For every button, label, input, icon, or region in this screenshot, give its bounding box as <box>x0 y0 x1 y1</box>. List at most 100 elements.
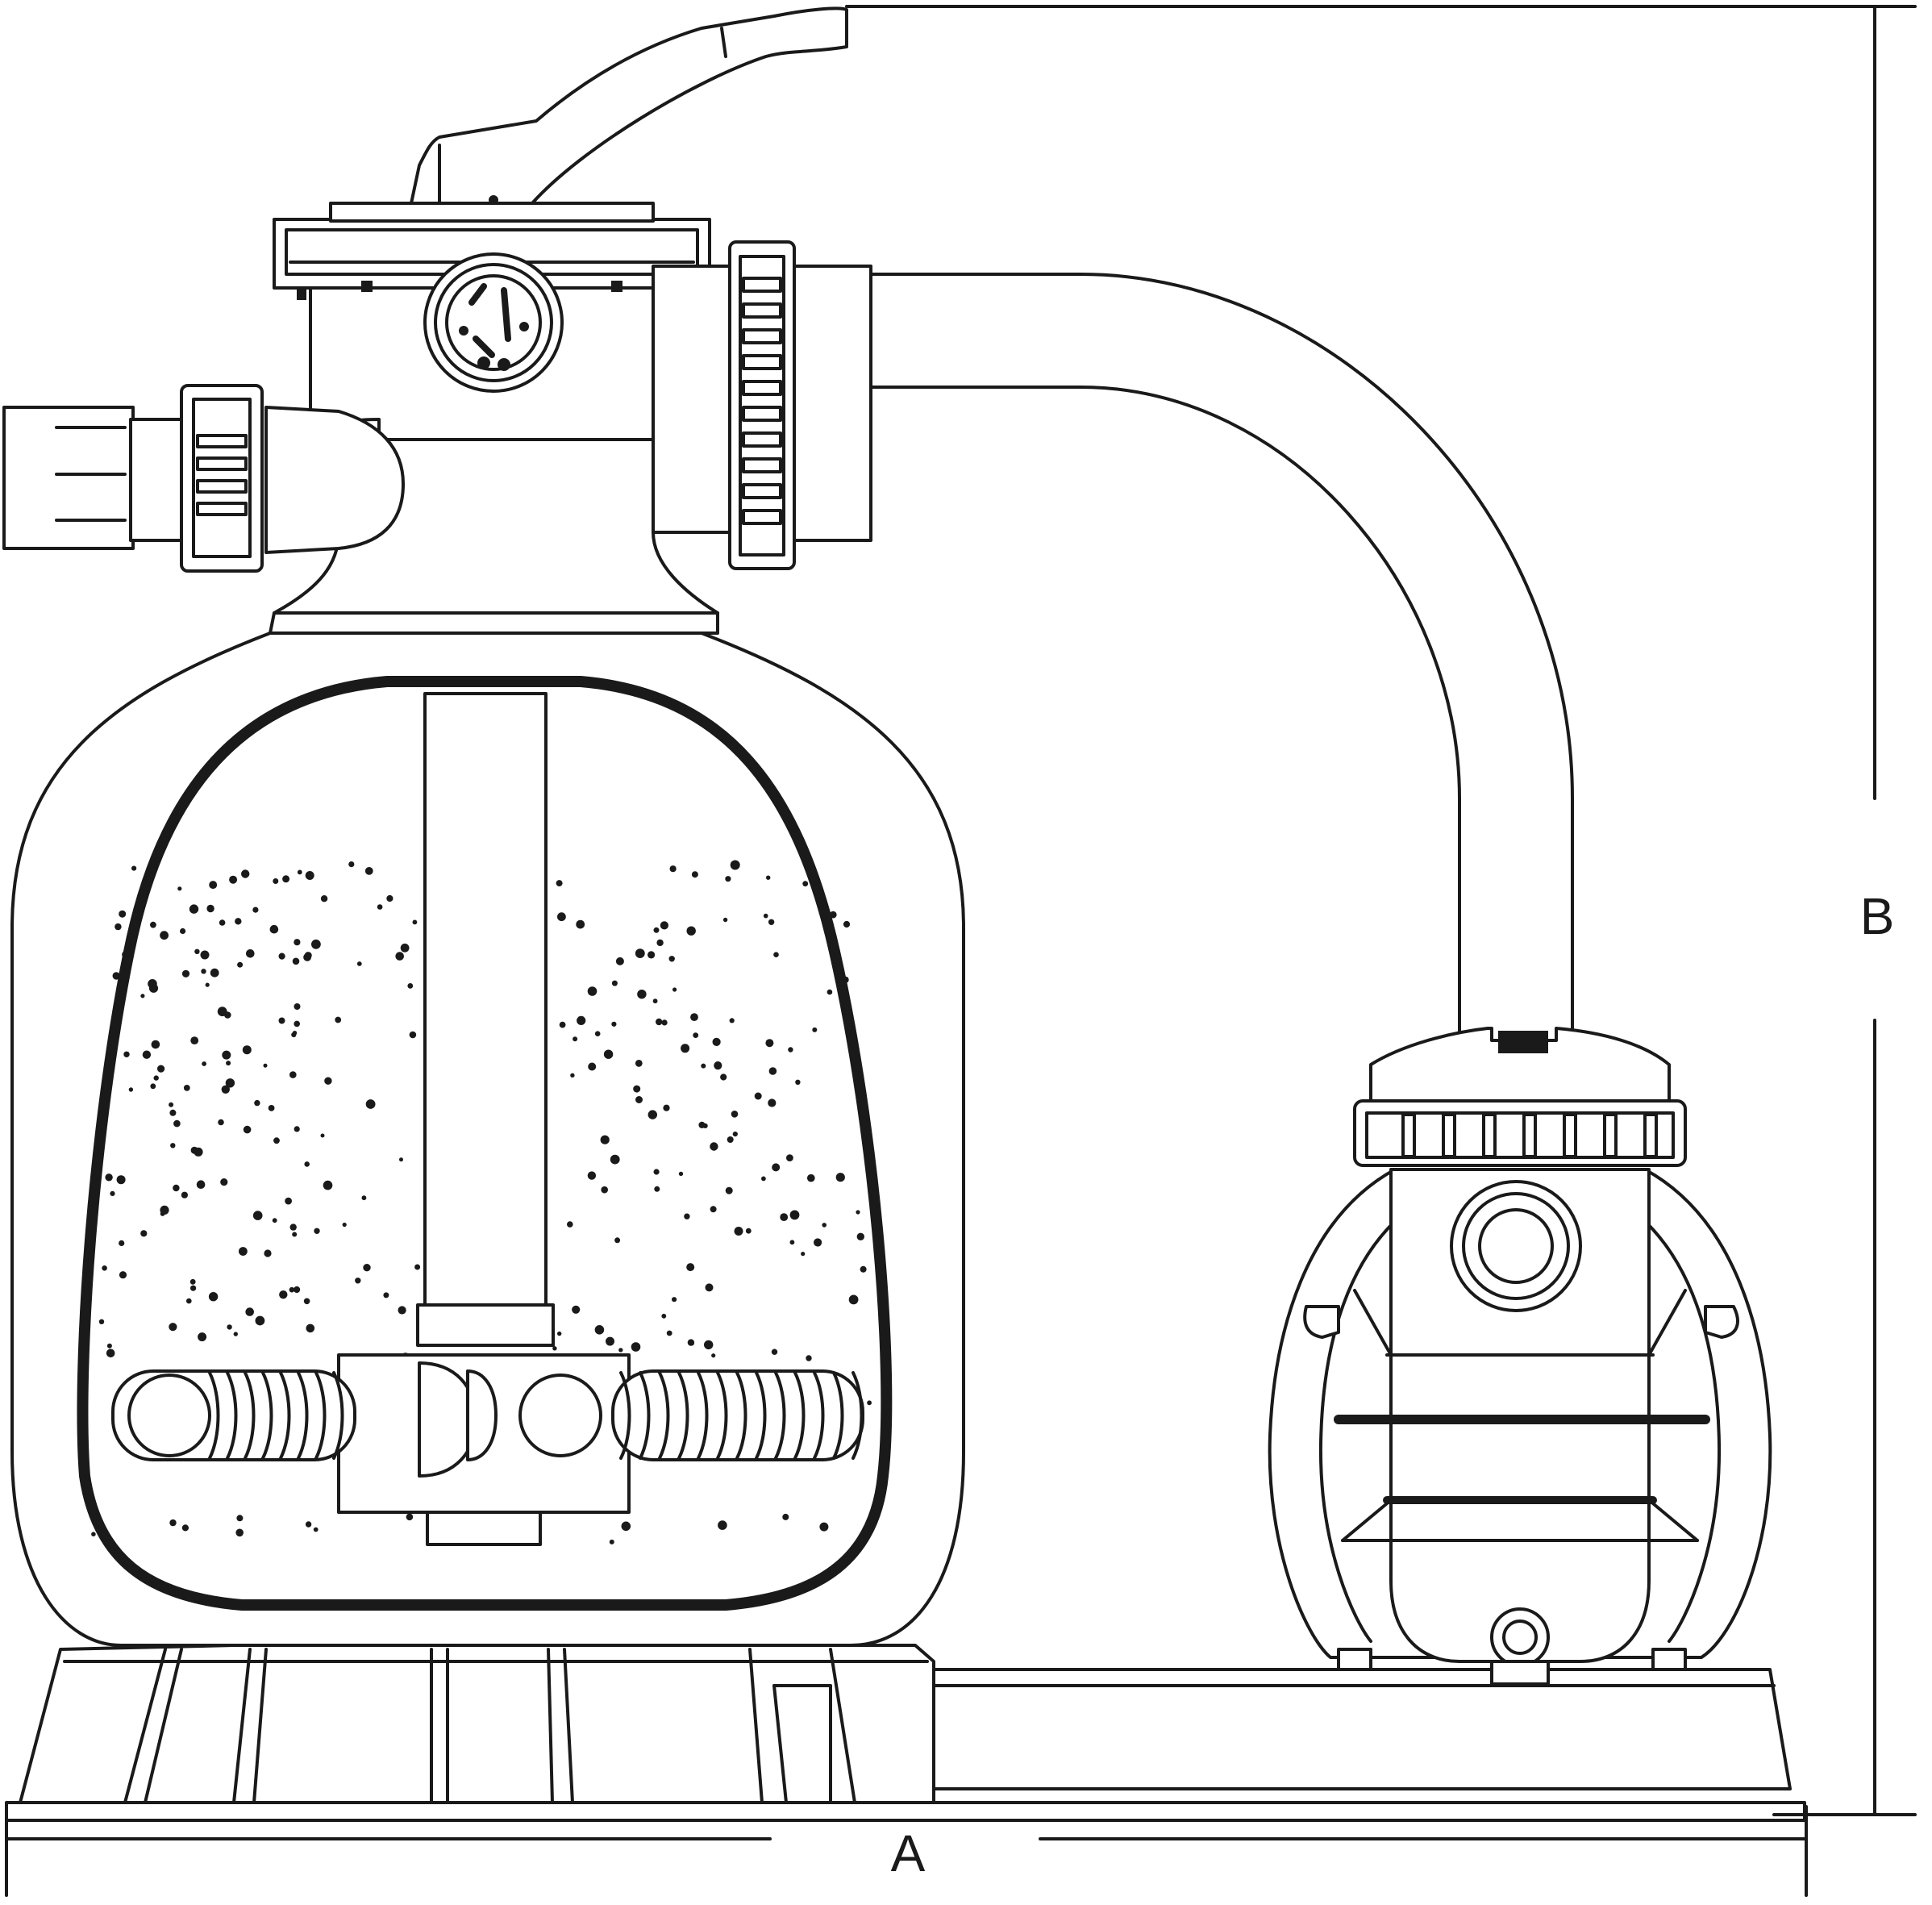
sand-grain <box>320 1133 325 1138</box>
sand-grain <box>768 1067 777 1075</box>
sand-grain <box>611 1021 617 1027</box>
sand-grain <box>848 1294 859 1305</box>
sand-grain <box>635 1096 643 1103</box>
sand-grain <box>712 1037 721 1046</box>
lateral-rib <box>735 1371 747 1460</box>
sand-grain <box>173 1184 180 1192</box>
sand-grain <box>729 1018 735 1023</box>
sand-grain <box>601 1186 608 1194</box>
sand-grain <box>383 1292 389 1298</box>
sand-grain <box>111 1022 121 1032</box>
sand-grain <box>395 952 405 961</box>
sand-grain <box>789 1210 800 1220</box>
sand-grain <box>720 1073 727 1081</box>
sand-grain <box>278 952 285 960</box>
sand-grain <box>355 1278 361 1284</box>
sand-grain <box>294 1020 301 1028</box>
lid-rib <box>1401 1113 1416 1158</box>
sand-grain <box>169 1109 177 1116</box>
sand-grain <box>186 1298 192 1304</box>
sand-grain <box>157 1065 165 1073</box>
sand-grain <box>236 1515 244 1522</box>
sand-grain <box>278 1017 285 1024</box>
sand-grain <box>218 1119 224 1126</box>
sand-grain <box>254 1099 260 1107</box>
dimension-b-label: B <box>1860 887 1895 945</box>
sand-grain <box>829 911 837 919</box>
sand-grain <box>795 1079 801 1086</box>
sand-grain <box>119 910 127 918</box>
sand-grain <box>313 1527 319 1532</box>
sand-grain <box>730 860 740 870</box>
sand-grain <box>407 983 414 989</box>
sand-grain <box>660 921 669 930</box>
sand-grain <box>672 987 677 992</box>
sand-grain <box>189 904 199 914</box>
sand-grain <box>273 878 279 884</box>
sand-grain <box>105 1173 113 1182</box>
sand-grain <box>856 1232 865 1241</box>
sand-grain <box>268 1105 275 1111</box>
sand-grain <box>222 1050 231 1060</box>
sand-grain <box>364 867 373 875</box>
sand-grain <box>788 1047 793 1053</box>
sand-grain <box>226 1061 231 1066</box>
sand-grain <box>603 1049 614 1059</box>
sand-grain <box>229 875 238 884</box>
sand-grain <box>116 1175 126 1185</box>
lateral-rib <box>261 1371 273 1460</box>
sand-grain <box>615 957 624 965</box>
sand-grain <box>252 1211 263 1220</box>
sand-grain <box>773 952 779 957</box>
sand-grain <box>732 1132 738 1137</box>
sand-grain <box>654 1186 660 1192</box>
sand-grain <box>294 1003 301 1010</box>
lid-rib <box>1603 1113 1618 1158</box>
sand-grain <box>806 1355 812 1361</box>
sand-grain <box>557 1331 562 1336</box>
sand-grain <box>314 1228 320 1235</box>
sand-grain <box>246 949 255 958</box>
sand-grain <box>653 1169 660 1175</box>
sand-grain <box>201 969 206 974</box>
sand-grain <box>209 881 218 890</box>
sand-grain <box>609 1539 614 1544</box>
sand-grain <box>112 972 120 980</box>
sand-grain <box>772 1163 781 1172</box>
sand-grain <box>819 1522 829 1532</box>
sand-grain <box>110 1190 115 1196</box>
sand-grain <box>294 1126 300 1132</box>
nut-knurl <box>742 277 782 293</box>
sand-grain <box>668 956 675 962</box>
sand-grain <box>115 923 122 931</box>
sand-grain <box>842 976 849 983</box>
sand-grain <box>606 1336 614 1346</box>
sand-grain <box>572 1305 581 1314</box>
sand-grain <box>704 1340 714 1350</box>
sand-grain <box>304 1161 310 1167</box>
sand-grain <box>320 895 328 902</box>
dimension-a-label: A <box>891 1824 926 1882</box>
nut-knurl <box>196 434 248 448</box>
sand-grain <box>600 1135 610 1144</box>
sand-grain <box>552 1346 557 1351</box>
waste-outlet <box>2 384 405 573</box>
dimension-lines <box>5 5 1917 1897</box>
sand-grain <box>780 1213 789 1221</box>
sand-grain <box>860 1265 867 1273</box>
sand-grain <box>219 919 226 926</box>
sand-grain <box>269 924 279 934</box>
sand-grain <box>766 875 771 880</box>
sand-grain <box>765 1039 774 1048</box>
sand-grain <box>305 871 314 880</box>
valve-handle[interactable] <box>410 6 848 205</box>
sand-grain <box>122 950 131 959</box>
sand-grain <box>843 920 851 928</box>
sand-grain <box>610 1154 620 1165</box>
lateral-rib <box>697 1371 709 1460</box>
sand-grain <box>698 1121 706 1128</box>
sand-grain <box>594 1325 605 1335</box>
lateral-rib <box>774 1371 786 1460</box>
sand-grain <box>559 1021 566 1028</box>
sand-grain <box>656 939 664 947</box>
